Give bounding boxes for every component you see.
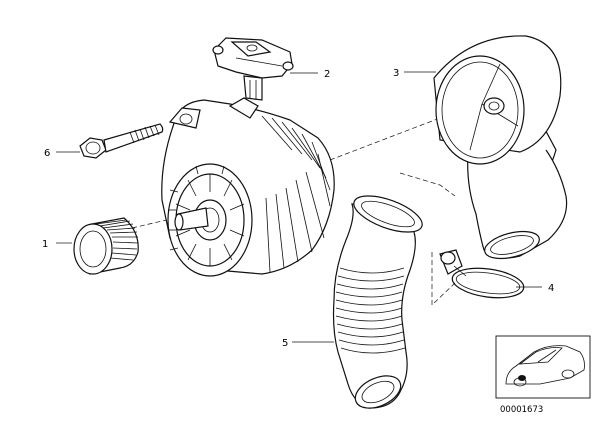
flexible-hose[interactable] xyxy=(332,189,427,415)
inset-frame xyxy=(495,335,591,399)
callout-5: 5 xyxy=(282,338,288,349)
voltage-regulator[interactable] xyxy=(212,37,294,101)
air-duct[interactable] xyxy=(433,35,568,264)
callout-1: 1 xyxy=(42,239,48,250)
callout-leaders xyxy=(56,71,542,343)
hose-clamp[interactable] xyxy=(439,249,526,302)
callout-4: 4 xyxy=(548,283,554,294)
vehicle-inset: 00001673 xyxy=(495,335,591,415)
callout-6: 6 xyxy=(44,148,50,159)
diagram-code: 00001673 xyxy=(500,405,543,415)
bolt[interactable] xyxy=(79,123,164,159)
callout-3: 3 xyxy=(393,68,399,79)
alternator xyxy=(161,97,335,277)
pulley[interactable] xyxy=(73,217,139,275)
car-outline-icon xyxy=(505,345,585,387)
callout-2: 2 xyxy=(324,69,330,80)
